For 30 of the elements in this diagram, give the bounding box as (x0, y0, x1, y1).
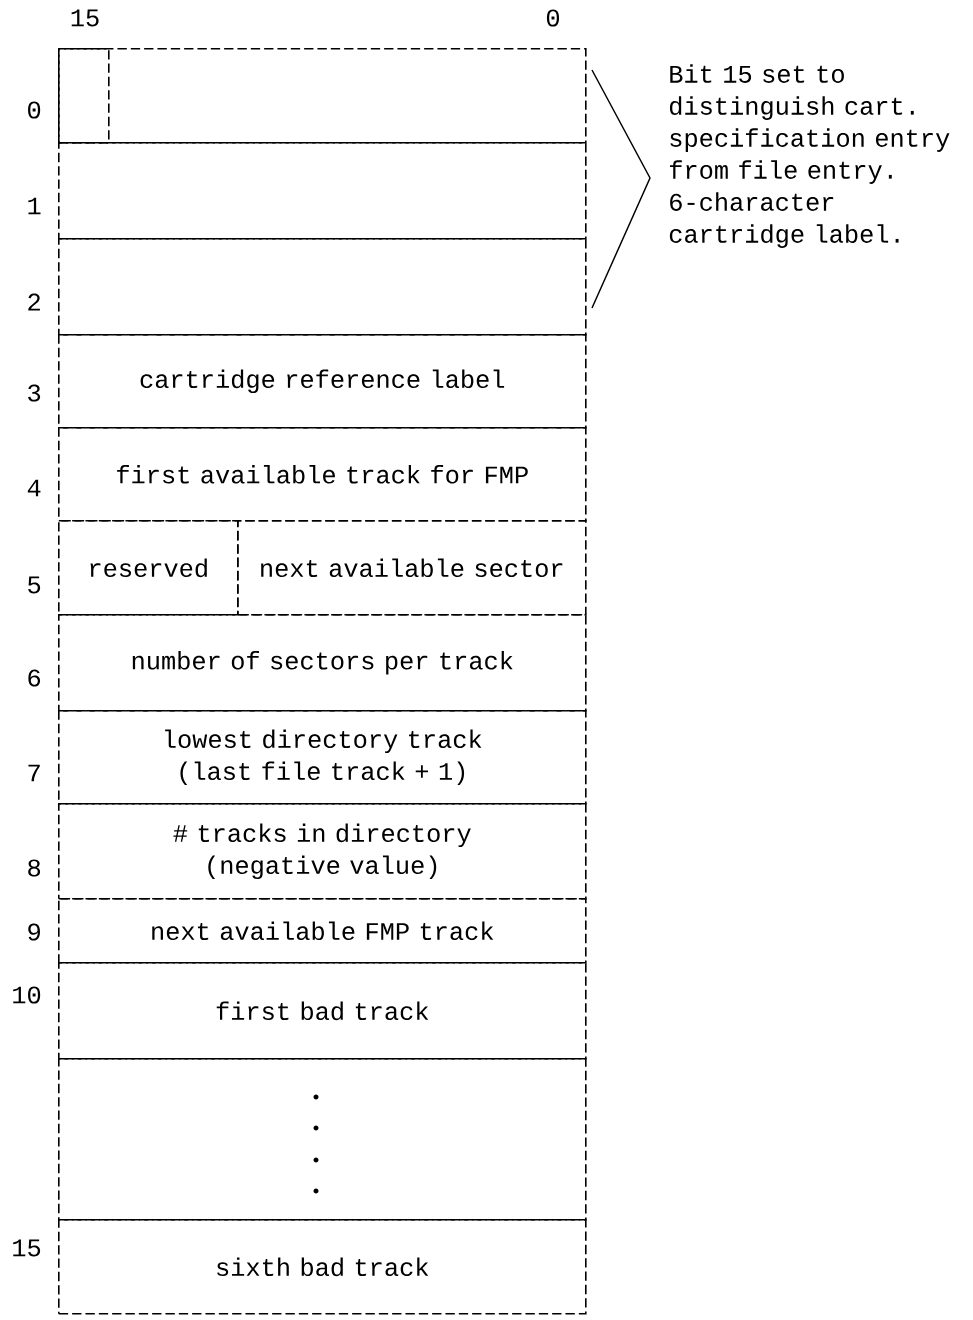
word-number: 4 (27, 479, 41, 497)
bit-cell (58, 48, 110, 144)
word-number: 15 (13, 1239, 41, 1257)
table-cell: reserved (58, 520, 239, 616)
word-number: 6 (28, 669, 41, 687)
table-cell: number of sectors per track (58, 614, 587, 712)
table-cell: cartridge reference label (58, 334, 587, 429)
table-cell: first available track for FMP (58, 427, 587, 522)
note-text: 6-character cartridge label. (669, 192, 899, 248)
table-cell: # tracks in directory (negative value) (58, 803, 587, 900)
word-number: 7 (28, 764, 40, 782)
word-number: 3 (28, 384, 41, 402)
note-text: Bit 15 set to distinguish cart. specification entry from file entry. (670, 64, 950, 184)
table-cell: lowest directory track (last file track + 1) (58, 710, 587, 805)
word-number: 10 (13, 986, 41, 1004)
table-cell: next available FMP track (58, 898, 587, 964)
table-row (58, 238, 587, 336)
word-number: 5 (28, 576, 41, 594)
table-cell: sixth bad track (58, 1219, 587, 1315)
table-row (58, 1058, 587, 1221)
word-number: 1 (28, 197, 41, 215)
table-cell: next available sector (237, 520, 587, 616)
word-number: 2 (28, 293, 40, 311)
bit-number: 0 (546, 9, 560, 27)
table-row (58, 142, 587, 240)
word-number: 8 (28, 859, 41, 877)
word-number: 9 (28, 923, 40, 941)
table-row (58, 48, 587, 144)
table-cell: first bad track (58, 962, 587, 1060)
word-number: 0 (28, 101, 41, 119)
